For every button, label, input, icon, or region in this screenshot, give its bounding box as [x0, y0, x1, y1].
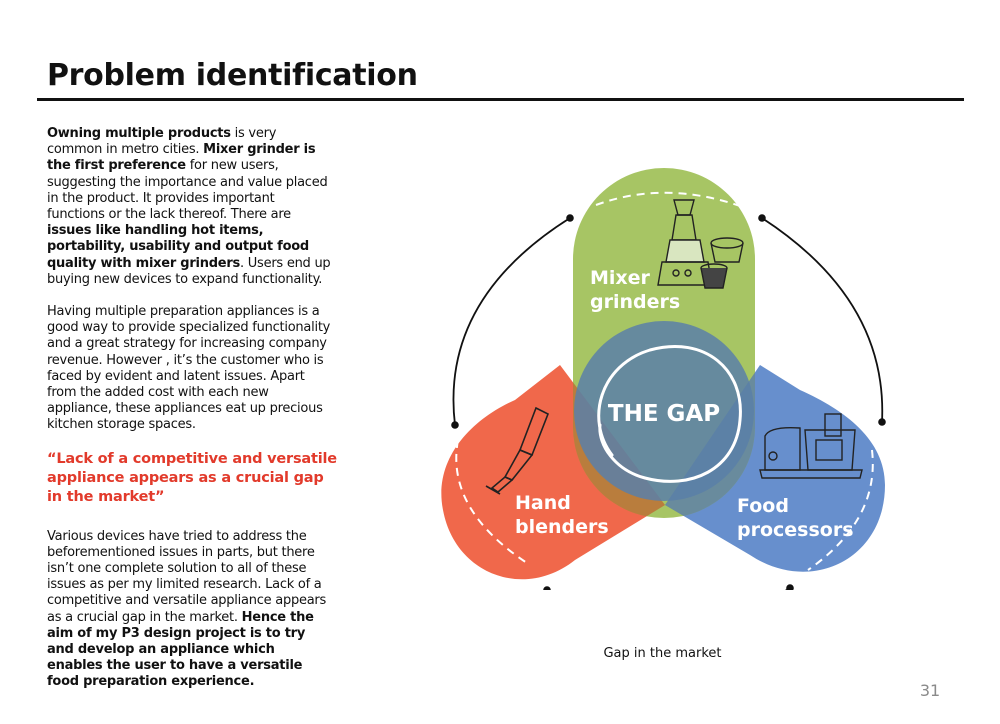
- the-gap-label: THE GAP: [608, 401, 720, 427]
- hand-blenders-label: Hand: [515, 492, 571, 514]
- bold-text-run: Mixer grinder is the first preference: [47, 142, 316, 174]
- paragraph-owning-products: Owning multiple products is very common …: [47, 126, 332, 288]
- bold-text-run: Owning multiple products: [47, 126, 231, 141]
- bold-text-run: issues like handling hot items, portabil…: [47, 223, 309, 271]
- food-processor-icon: [759, 413, 863, 479]
- left-text-column: Owning multiple products is very common …: [47, 126, 337, 691]
- arc-dot: [758, 214, 766, 222]
- dashed-outline: [595, 191, 741, 207]
- connector-arc-bottom: [547, 587, 791, 590]
- text-run: . Users end up buying new devices to exp…: [47, 255, 331, 287]
- dashed-outline: [807, 449, 874, 571]
- paragraph-project-aim: Various devices have tried to address th…: [47, 529, 332, 691]
- hand-blender-icon: [485, 406, 550, 495]
- connector-arc-left: [452, 217, 571, 426]
- page-number: 31: [919, 681, 941, 700]
- connector-arc-right: [761, 217, 884, 423]
- hand-blenders-label: blenders: [515, 516, 609, 538]
- text-run: is very common in metro cities.: [47, 126, 277, 158]
- text-run: Various devices have tried to address th…: [47, 528, 327, 625]
- mixer-grinders-label: Mixer: [590, 267, 651, 289]
- arc-dot: [566, 214, 574, 222]
- gap-venn-diagram: Mixer grinders Hand blenders Food proces…: [441, 168, 886, 590]
- text-run: for new users, suggesting the importance…: [47, 158, 328, 223]
- bold-text-run: Hence the aim of my P3 design project is…: [47, 609, 314, 690]
- arc-dot: [878, 418, 886, 426]
- paragraph-multiple-appliances: Having multiple preparation appliances i…: [47, 304, 331, 433]
- arc-dot: [451, 421, 459, 429]
- diagram-caption: Gap in the market: [603, 646, 722, 661]
- page-title: Problem identification: [47, 58, 418, 93]
- dashed-outline: [455, 439, 531, 566]
- arc-dot: [543, 586, 551, 590]
- mixer-grinders-label: grinders: [590, 291, 680, 313]
- title-divider: [37, 98, 964, 101]
- highlight-quote: “Lack of a competitive and versatile app…: [47, 450, 337, 505]
- hand-blenders-region: [441, 365, 665, 580]
- arc-dot: [786, 584, 794, 590]
- mixer-grinder-icon: [657, 199, 744, 289]
- gap-hand-drawn-loop: [597, 345, 742, 483]
- food-processors-label: Food: [737, 495, 789, 517]
- food-processors-region: [665, 365, 885, 572]
- food-processors-label: processors: [737, 519, 854, 541]
